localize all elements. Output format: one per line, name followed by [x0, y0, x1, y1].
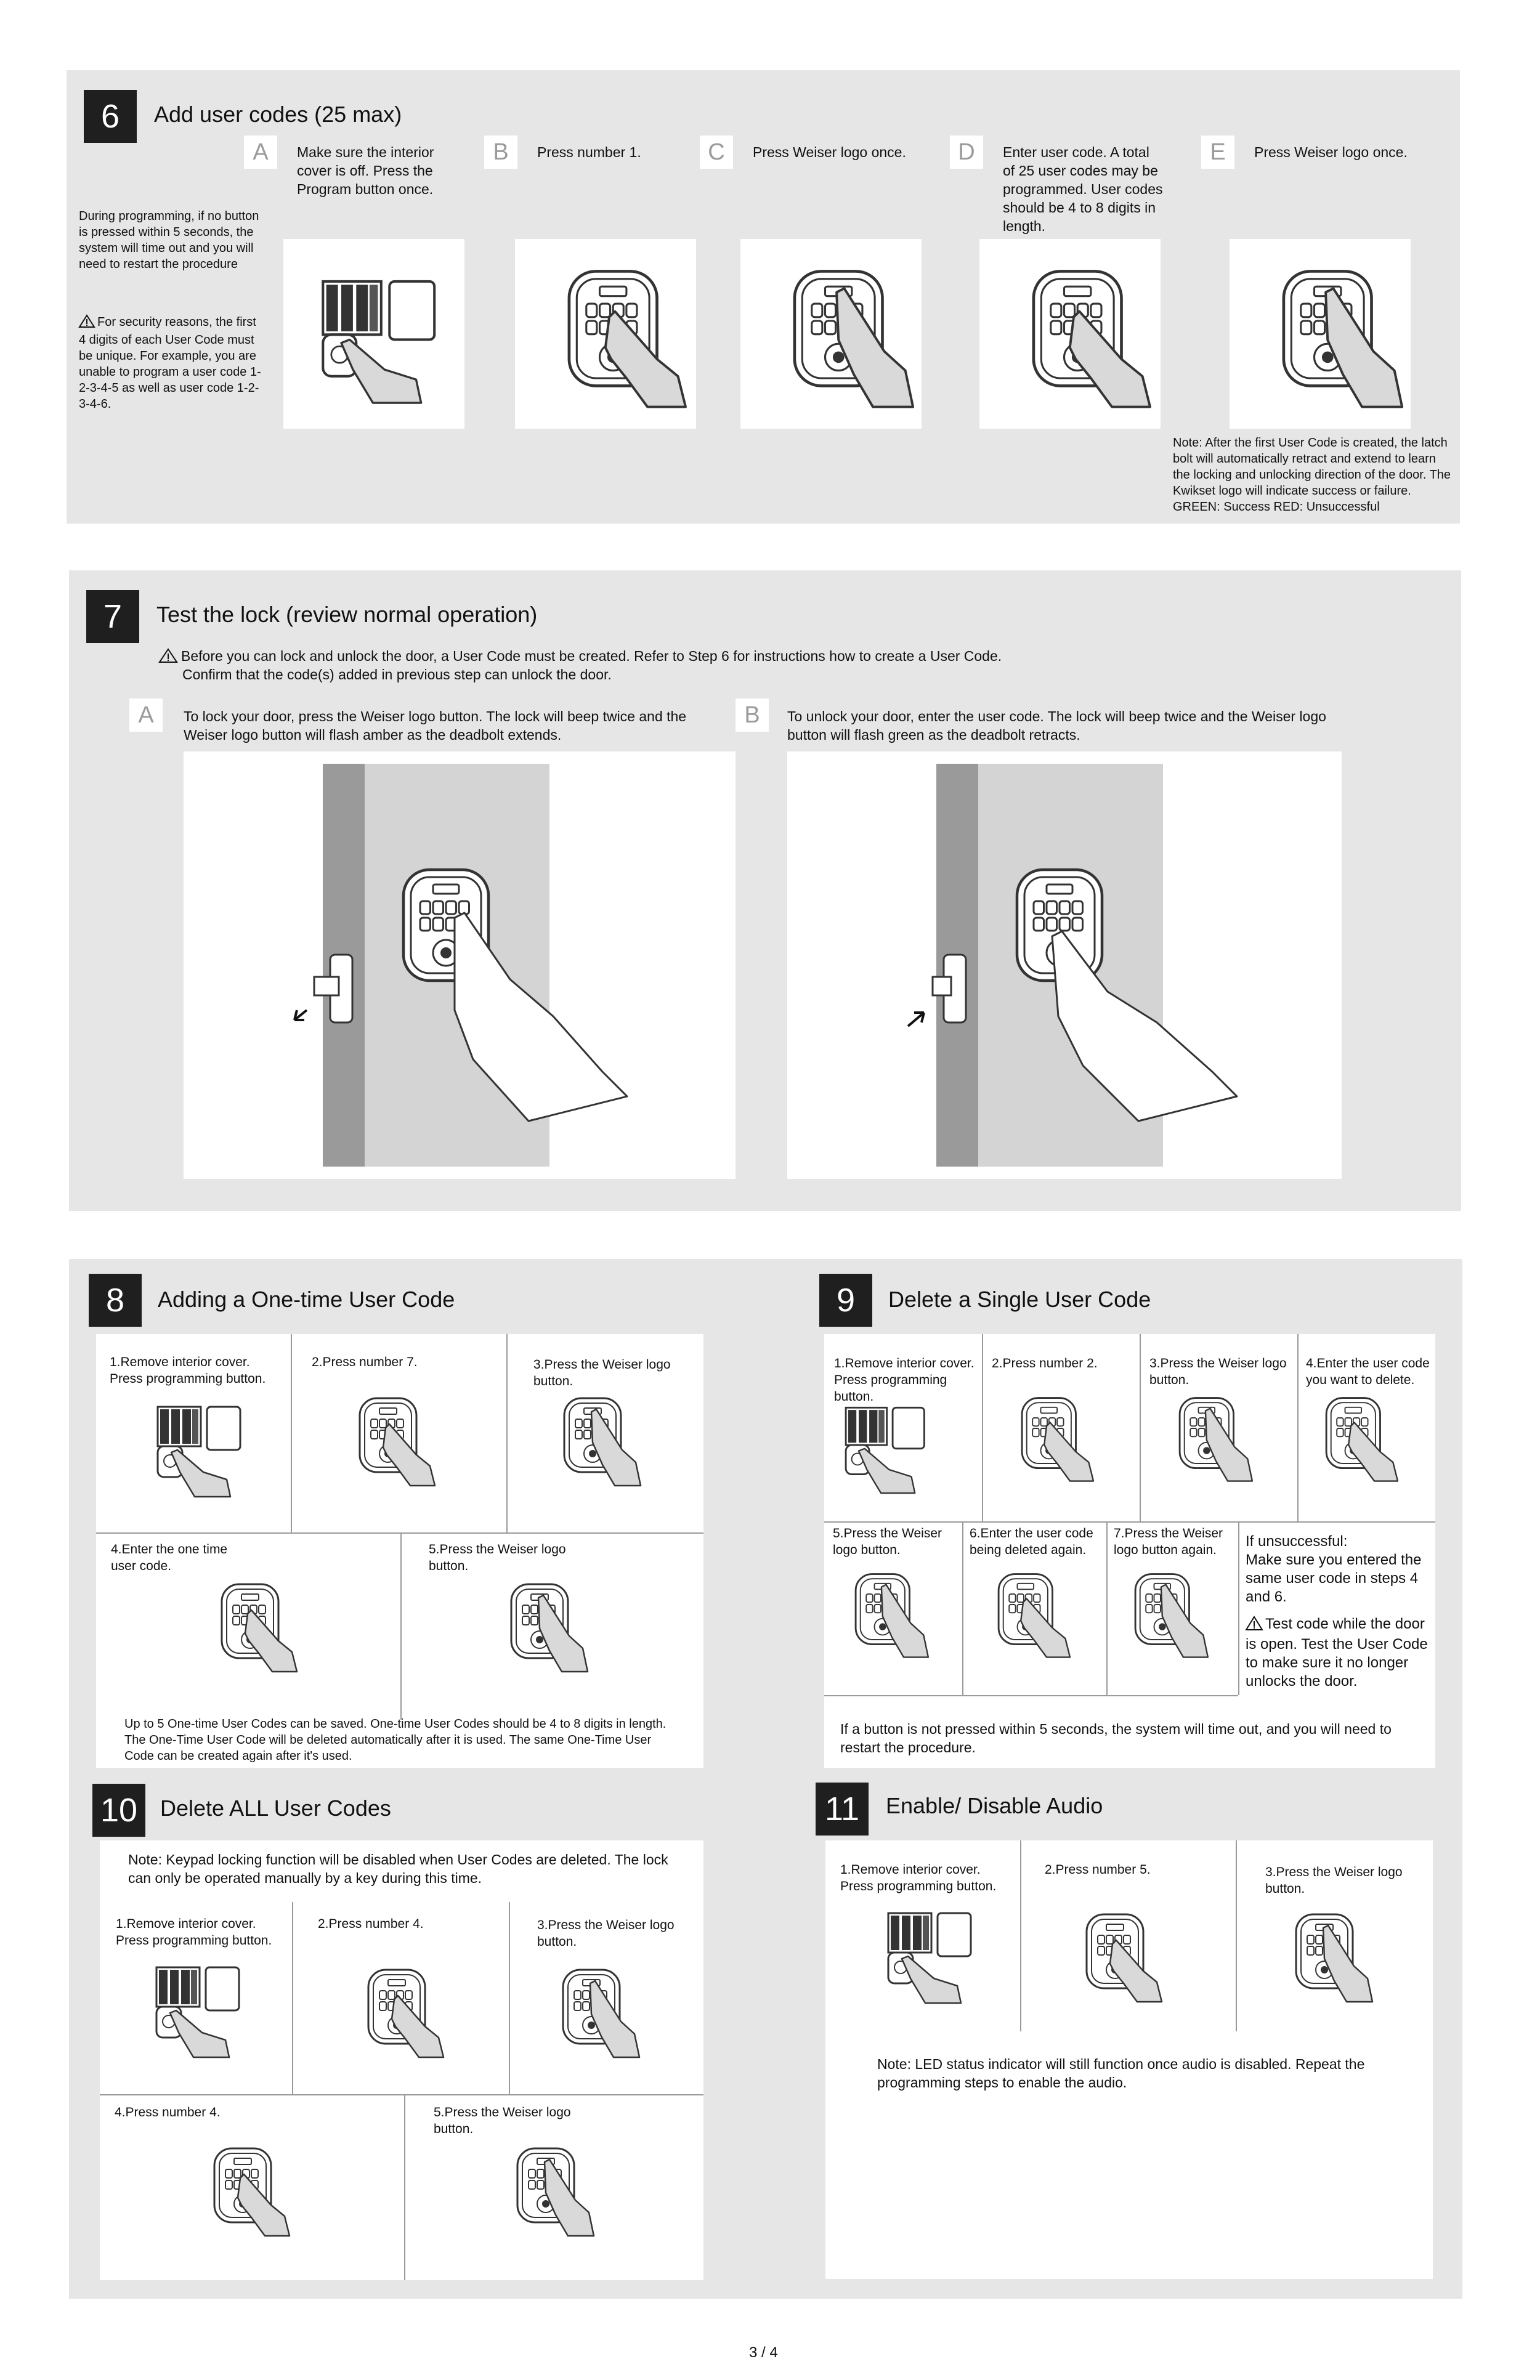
step8-cell5-text: 5.Press the Weiser logo button.: [429, 1541, 589, 1574]
step8-cell2-text: 2.Press number 7.: [312, 1354, 484, 1370]
step9-image-6: [988, 1569, 1080, 1662]
step9-unsuccessful-title: If unsuccessful:: [1246, 1532, 1430, 1551]
step10-cell3-text: 3.Press the Weiser logo button.: [537, 1917, 691, 1950]
step7-title: Test the lock (review normal operation): [156, 601, 537, 628]
step8-note: Up to 5 One-time User Codes can be saved…: [124, 1716, 679, 1764]
step6-letter-c: C: [700, 136, 733, 169]
step10-image-4: [203, 2143, 314, 2254]
step8-image-2: [349, 1393, 460, 1504]
step11-image-2: [1076, 1909, 1186, 2020]
step9-image-7: [1125, 1569, 1217, 1662]
step7-step-b-text: To unlock your door, enter the user code…: [787, 707, 1342, 744]
step10-note: Note: Keypad locking function will be di…: [128, 1850, 695, 1887]
step11-number: 11: [816, 1783, 869, 1836]
step10-image-3: [552, 1965, 663, 2076]
step8-image-5: [500, 1579, 611, 1690]
warning-icon: [79, 314, 95, 332]
step7-warning2: Confirm that the code(s) added in previo…: [182, 665, 1106, 684]
step9-cell4-text: 4.Enter the user code you want to delete…: [1306, 1355, 1433, 1388]
step11-title: Enable/ Disable Audio: [886, 1792, 1103, 1819]
step6-note-status: GREEN: Success RED: Unsuccessful: [1173, 500, 1380, 514]
step9-image-1: [835, 1399, 940, 1504]
step6-step-b-text: Press number 1.: [537, 144, 673, 161]
step7-letter-a: A: [129, 698, 163, 732]
step9-title: Delete a Single User Code: [888, 1286, 1151, 1313]
step11-note: Note: LED status indicator will still fu…: [877, 2055, 1407, 2092]
step6-security-note: For security reasons, the first 4 digits…: [79, 314, 264, 412]
step8-image-1: [147, 1398, 257, 1509]
step6-title: Add user codes (25 max): [154, 101, 402, 128]
step10-cell4-text: 4.Press number 4.: [115, 2104, 287, 2121]
step8-cell4-text: 4.Enter the one time user code.: [111, 1541, 253, 1574]
step11-cell1-text: 1.Remove interior cover. Press programmi…: [840, 1861, 1007, 1895]
step9-cell3-text: 3.Press the Weiser logo button.: [1149, 1355, 1297, 1388]
warning-icon: [159, 648, 177, 667]
step9-image-3: [1169, 1393, 1262, 1486]
step8-cell1-text: 1.Remove interior cover. Press programmi…: [110, 1354, 276, 1387]
step10-number: 10: [92, 1784, 145, 1837]
step8-image-3: [553, 1393, 664, 1504]
step7-number: 7: [86, 590, 139, 643]
step11-image-3: [1285, 1909, 1396, 2020]
step11-cell2-text: 2.Press number 5.: [1045, 1861, 1217, 1878]
step8-title: Adding a One-time User Code: [158, 1286, 455, 1313]
step6-letter-a: A: [244, 136, 277, 169]
step6-step-c-text: Press Weiser logo once.: [753, 144, 925, 161]
step8-number: 8: [89, 1274, 142, 1327]
page-number: 3 / 4: [749, 2344, 778, 2362]
step7-image-a: [184, 751, 736, 1179]
step9-unsuccessful-text: Make sure you entered the same user code…: [1246, 1551, 1430, 1606]
step6-number: 6: [84, 90, 137, 143]
step8-image-4: [211, 1579, 322, 1690]
step9-cell6-text: 6.Enter the user code being deleted agai…: [970, 1525, 1101, 1558]
step9-unsuccessful: If unsuccessful: Make sure you entered t…: [1246, 1532, 1430, 1691]
step10-cell2-text: 2.Press number 4.: [318, 1916, 490, 1932]
step6-letter-b: B: [484, 136, 517, 169]
step9-cell1-text: 1.Remove interior cover. Press programmi…: [834, 1355, 976, 1405]
step10-image-1: [145, 1959, 256, 2070]
step9-image-4: [1316, 1393, 1408, 1486]
step6-letter-d: D: [950, 136, 983, 169]
step11-cell3-text: 3.Press the Weiser logo button.: [1265, 1864, 1419, 1897]
step10-cell1-text: 1.Remove interior cover. Press programmi…: [116, 1916, 282, 1949]
step10-cell5-text: 5.Press the Weiser logo button.: [434, 2104, 594, 2137]
step10-image-2: [357, 1965, 468, 2076]
step9-cell2-text: 2.Press number 2.: [992, 1355, 1133, 1372]
step9-image-5: [845, 1569, 938, 1662]
step6-image-e: [1230, 239, 1411, 429]
step11-image-1: [877, 1904, 988, 2015]
step6-step-a-text: Make sure the interior cover is off. Pre…: [297, 143, 451, 198]
step6-image-c: [740, 239, 922, 429]
step6-image-b: [515, 239, 696, 429]
step10-image-5: [506, 2143, 617, 2254]
step9-cell5-text: 5.Press the Weiser logo button.: [833, 1525, 958, 1558]
step10-title: Delete ALL User Codes: [160, 1795, 391, 1822]
step6-step-d-text: Enter user code. A total of 25 user code…: [1003, 143, 1163, 235]
step7-step-a-text: To lock your door, press the Weiser logo…: [184, 707, 726, 744]
step9-image-2: [1011, 1393, 1104, 1486]
step9-number: 9: [819, 1274, 872, 1327]
step6-note: Note: After the first User Code is creat…: [1173, 435, 1454, 515]
step8-cell3-text: 3.Press the Weiser logo button.: [533, 1356, 687, 1390]
step9-cell7-text: 7.Press the Weiser logo button again.: [1114, 1525, 1237, 1558]
step6-image-d: [979, 239, 1161, 429]
warning-icon: [1246, 1616, 1263, 1635]
step6-letter-e: E: [1201, 136, 1234, 169]
step6-image-a: [283, 239, 464, 429]
step6-step-e-text: Press Weiser logo once.: [1254, 144, 1427, 161]
step7-warning: Before you can lock and unlock the door,…: [159, 647, 1083, 667]
step9-note: If a button is not pressed within 5 seco…: [840, 1720, 1425, 1757]
step7-letter-b: B: [736, 698, 769, 732]
step6-side-note: During programming, if no button is pres…: [79, 208, 264, 272]
step7-image-b: [787, 751, 1342, 1179]
step9-unsuccessful-warn: Test code while the door is open. Test t…: [1246, 1615, 1430, 1691]
